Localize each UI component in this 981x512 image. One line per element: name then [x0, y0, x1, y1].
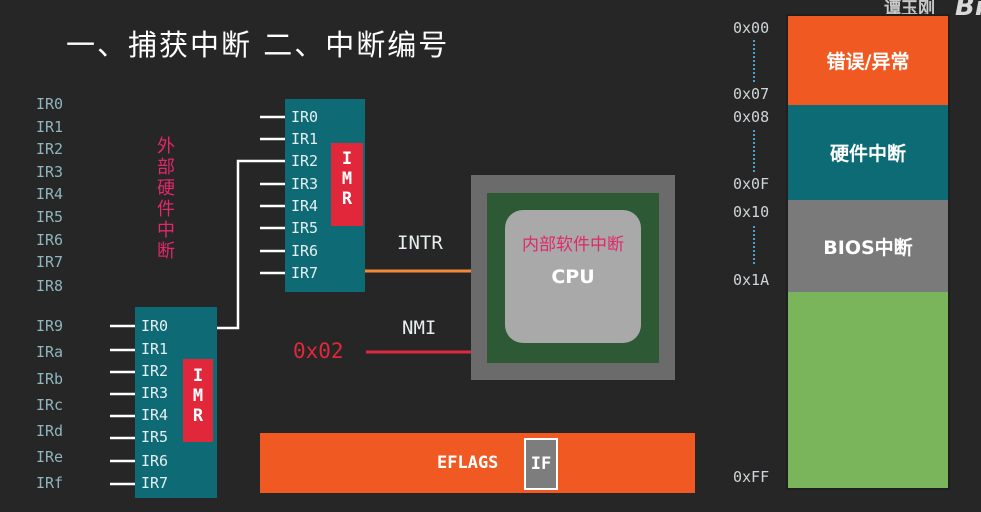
- address-label: 0x00: [733, 19, 770, 37]
- ir-label: IR7: [36, 253, 64, 271]
- master-pin: IR3: [291, 175, 319, 193]
- master-pin: IR1: [291, 130, 319, 148]
- master-pin: IR4: [291, 197, 319, 215]
- eflags-register: [260, 433, 695, 493]
- slave-pin: IR2: [141, 362, 169, 380]
- master-imr-label: IMR: [341, 149, 353, 209]
- address-label: 0x10: [733, 203, 770, 221]
- ir-label: IR3: [36, 163, 64, 181]
- range-dots: [753, 130, 757, 172]
- range-dots: [753, 226, 757, 264]
- ir-label: IR0: [36, 95, 64, 113]
- cpu-label: CPU: [551, 266, 595, 288]
- ir-label: IR8: [36, 277, 64, 295]
- intr-label: INTR: [397, 232, 443, 254]
- slave-pin: IR5: [141, 428, 169, 446]
- slave-pin: IR4: [141, 406, 169, 424]
- ir-label: IRb: [36, 370, 64, 388]
- ir-label: IRf: [36, 474, 64, 492]
- slave-pin: IR0: [141, 317, 169, 335]
- watermark-logo: Bi: [955, 0, 981, 22]
- nmi-vector: 0x02: [293, 339, 344, 363]
- page-title: 一、捕获中断 二、中断编号: [66, 28, 450, 62]
- address-label: 0x0F: [733, 175, 770, 193]
- address-label: 0xFF: [733, 468, 770, 486]
- master-pin: IR0: [291, 108, 319, 126]
- internal-software-interrupt-label: 内部软件中断: [522, 235, 624, 255]
- if-flag: IF: [524, 438, 558, 490]
- ir-label: IR9: [36, 317, 64, 335]
- ir-label: IRa: [36, 343, 64, 361]
- ir-label: IRe: [36, 448, 64, 466]
- address-label: 0x1A: [733, 271, 770, 289]
- slave-pin: IR1: [141, 340, 169, 358]
- segment-label: 错误/异常: [826, 51, 910, 73]
- ir-label: IRc: [36, 396, 64, 414]
- segment-free: [788, 292, 948, 488]
- segment-hardware: 硬件中断: [788, 105, 948, 200]
- external-hardware-label: 外部硬件中断: [157, 136, 175, 262]
- ir-label: IRd: [36, 422, 64, 440]
- ir-label: IR4: [36, 185, 64, 203]
- master-pin: IR7: [291, 264, 319, 282]
- segment-label: BIOS中断: [823, 236, 913, 259]
- segment-label: 硬件中断: [829, 143, 906, 165]
- slave-pin: IR6: [141, 452, 169, 470]
- master-imr: IMR: [331, 143, 363, 226]
- slave-pin: IR7: [141, 474, 169, 492]
- segment-exceptions: 错误/异常: [788, 16, 948, 105]
- cpu-core: [505, 210, 641, 343]
- address-label: 0x07: [733, 85, 770, 103]
- nmi-label: NMI: [402, 317, 437, 339]
- slave-imr: IMR: [183, 359, 213, 442]
- ir-label: IR2: [36, 140, 64, 158]
- vector-table: [786, 14, 950, 490]
- master-pin: IR6: [291, 242, 319, 260]
- slave-pin: IR3: [141, 384, 169, 402]
- master-pin: IR2: [291, 152, 319, 170]
- slave-imr-label: IMR: [192, 366, 204, 426]
- ir-label: IR6: [36, 231, 64, 249]
- ir-label: IR5: [36, 208, 64, 226]
- segment-bios: BIOS中断: [788, 200, 948, 292]
- ir-label: IR1: [36, 118, 64, 136]
- eflags-label: EFLAGS: [437, 453, 499, 473]
- master-pin: IR5: [291, 219, 319, 237]
- range-dots: [753, 40, 757, 82]
- address-label: 0x08: [733, 108, 770, 126]
